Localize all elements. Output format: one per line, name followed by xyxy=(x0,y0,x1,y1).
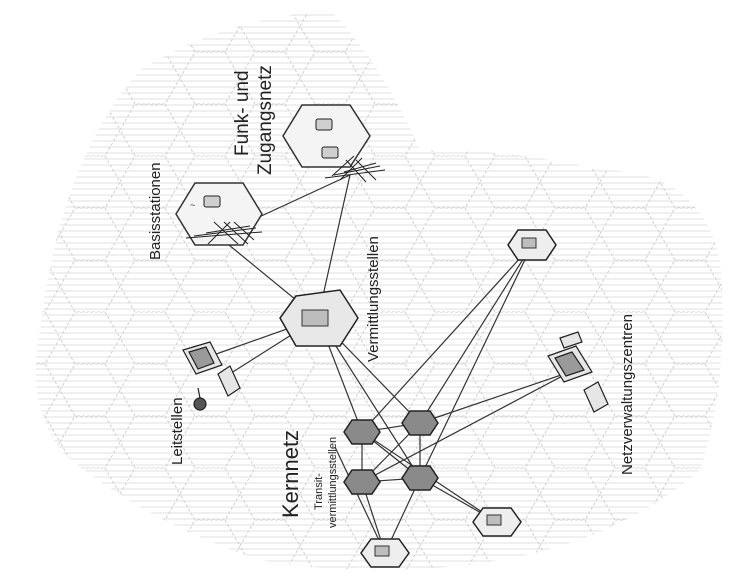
switching-center-node xyxy=(279,289,359,347)
antenna-tower-icon xyxy=(324,155,386,183)
transit-label-line1: Transit- xyxy=(313,473,325,510)
antenna-tower-icon xyxy=(185,221,263,245)
vermittlungsstellen-label: Vermittlungsstellen xyxy=(365,236,382,362)
leitstellen-label: Leitstellen xyxy=(169,397,186,465)
transit-node xyxy=(401,410,439,436)
edge-switch-node xyxy=(507,229,557,261)
control-center-workstation-icon xyxy=(182,341,241,411)
kernnetz-label: Kernnetz xyxy=(278,430,303,518)
base-station-cell-2 xyxy=(282,104,371,168)
edge-switch-node xyxy=(472,507,522,537)
hex-grid-background xyxy=(35,10,723,570)
netzverwaltungszentren-label: Netzverwaltungszentren xyxy=(619,314,636,475)
funk-und-zugangsnetz-label-line1: Funk- und xyxy=(232,70,253,156)
transit-node xyxy=(401,465,439,491)
edge-switch-node xyxy=(360,538,410,568)
funk-und-zugangsnetz-label-line2: Zugangsnetz xyxy=(255,65,276,175)
svg-text:~: ~ xyxy=(190,200,195,210)
transit-label-line2: vermittlungsstellen xyxy=(327,437,339,528)
basisstationen-label: Basisstationen xyxy=(147,162,164,260)
transit-node xyxy=(343,469,381,495)
transit-node xyxy=(343,419,381,445)
network-management-workstation-icon xyxy=(547,331,609,413)
